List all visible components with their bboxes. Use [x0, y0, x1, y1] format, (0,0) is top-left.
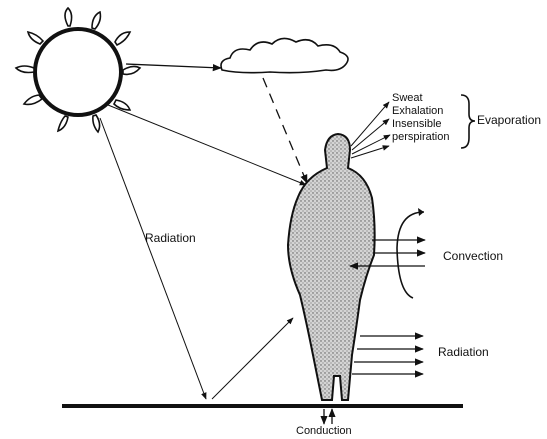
label-perspiration: perspiration — [392, 131, 449, 143]
radiation-arrows-right — [352, 336, 423, 374]
label-convection: Convection — [443, 250, 503, 262]
label-conduction: Conduction — [296, 425, 352, 437]
label-radiation-left: Radiation — [145, 232, 196, 244]
label-radiation-right: Radiation — [438, 346, 489, 358]
evaporation-arrows — [351, 102, 390, 158]
sun — [16, 8, 140, 132]
human-figure — [288, 134, 375, 400]
label-insensible: Insensible — [392, 118, 442, 130]
label-evaporation: Evaporation — [477, 114, 541, 126]
label-sweat: Sweat — [392, 92, 423, 104]
cloud — [221, 38, 348, 72]
label-exhalation: Exhalation — [392, 105, 443, 117]
conduction-arrows — [324, 409, 332, 424]
evaporation-brace — [461, 95, 475, 148]
convection-loop — [397, 212, 424, 298]
